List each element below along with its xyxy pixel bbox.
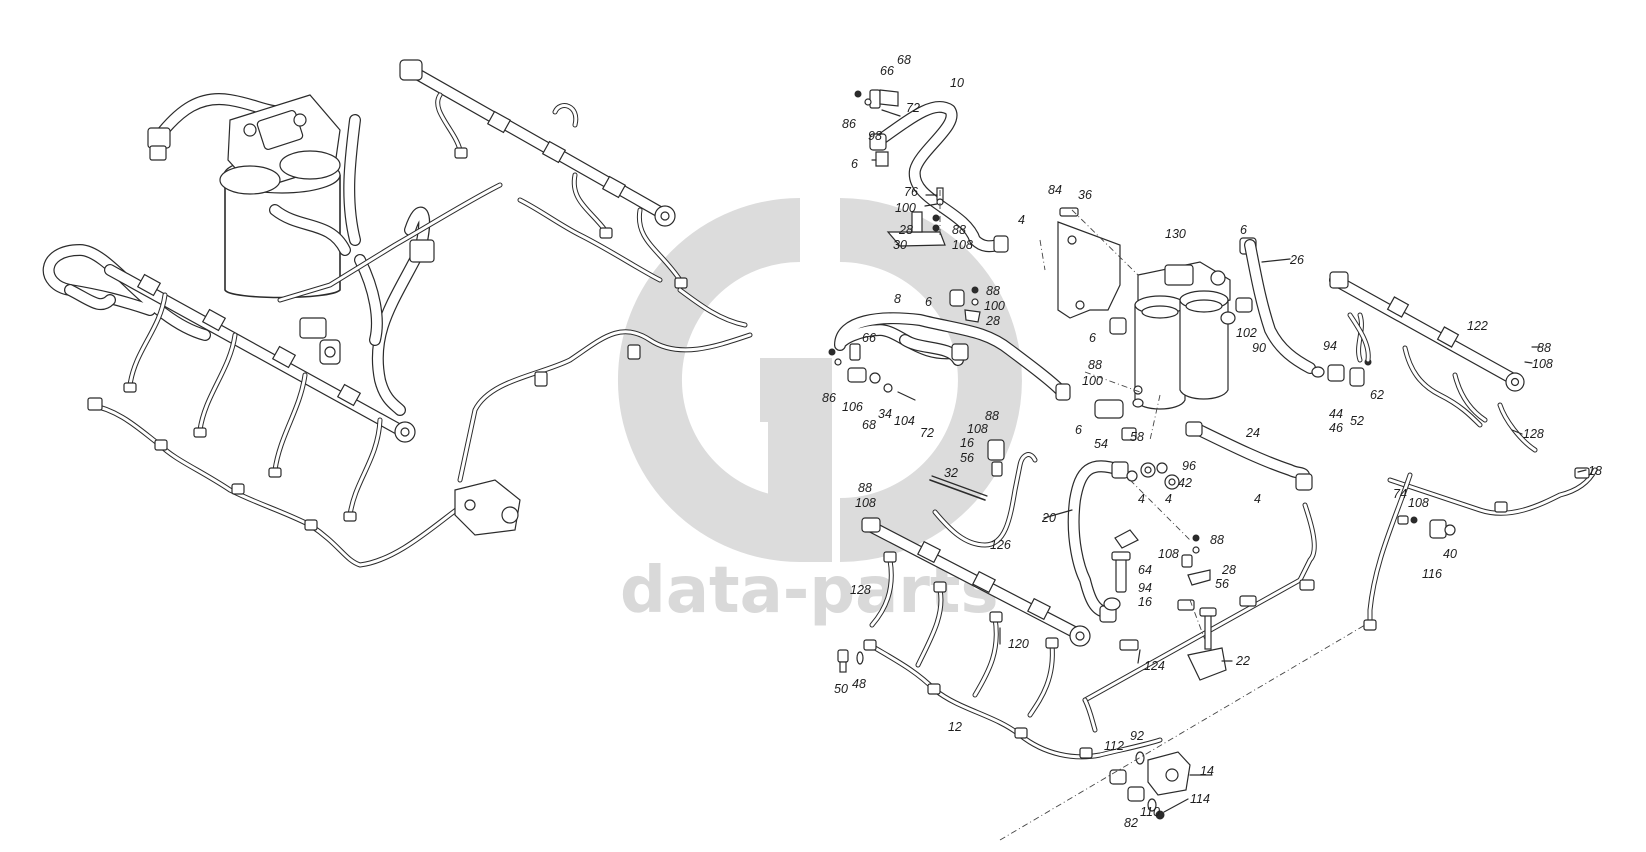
callout-58: 58 [1130, 430, 1144, 444]
callout-100-b: 100 [984, 299, 1005, 313]
callout-48: 48 [852, 677, 866, 691]
callout-18: 18 [1588, 464, 1602, 478]
callout-124: 124 [1144, 659, 1165, 673]
callout-126: 126 [990, 538, 1011, 552]
callout-98: 98 [868, 129, 882, 143]
callout-4-a: 4 [1018, 213, 1025, 227]
callout-4-d: 4 [1138, 492, 1145, 506]
callout-16-b: 16 [1138, 595, 1152, 609]
callout-94-a: 94 [1323, 339, 1337, 353]
callout-116: 116 [1422, 567, 1442, 581]
callout-120: 120 [1008, 637, 1029, 651]
callout-108-e: 108 [855, 496, 876, 510]
callout-88-e: 88 [985, 409, 999, 423]
callout-6-e: 6 [1075, 423, 1082, 437]
callout-46: 46 [1329, 421, 1343, 435]
callout-88-g: 88 [1210, 533, 1224, 547]
callout-26: 26 [1289, 253, 1304, 267]
callout-12: 12 [948, 720, 962, 734]
callout-44: 44 [1329, 407, 1343, 421]
callout-24: 24 [1245, 426, 1260, 440]
callout-28-c: 28 [1221, 563, 1236, 577]
callout-88-a: 88 [952, 223, 966, 237]
callout-108-c: 108 [967, 422, 988, 436]
callout-4-b: 4 [1165, 492, 1172, 506]
callout-100-c: 100 [1082, 374, 1103, 388]
callout-50: 50 [834, 682, 848, 696]
callout-128-a: 128 [1523, 427, 1544, 441]
callout-72-top: 72 [906, 101, 920, 115]
callout-40: 40 [1443, 547, 1457, 561]
callout-20: 20 [1041, 511, 1056, 525]
callout-32: 32 [944, 466, 958, 480]
callout-108-b: 108 [1532, 357, 1553, 371]
callout-74: 74 [1393, 487, 1407, 501]
leader-lines [871, 159, 1587, 813]
callout-66-top: 66 [880, 64, 894, 78]
callout-64: 64 [1138, 563, 1152, 577]
exploded-view [828, 89, 1598, 841]
callout-28-b: 28 [985, 314, 1000, 328]
callout-112: 112 [1104, 739, 1124, 753]
callout-100-a: 100 [895, 201, 916, 215]
callout-86-b: 86 [822, 391, 836, 405]
callout-66-b: 66 [862, 331, 876, 345]
watermark-logo [618, 198, 1022, 563]
callout-10: 10 [950, 76, 964, 90]
callout-114: 114 [1190, 792, 1210, 806]
callout-84: 84 [1048, 183, 1062, 197]
callout-108-f: 108 [1158, 547, 1179, 561]
callout-102: 102 [1236, 326, 1257, 340]
callout-88-d: 88 [1088, 358, 1102, 372]
callout-68-top: 68 [897, 53, 911, 67]
callout-108-d: 108 [1408, 496, 1429, 510]
callout-28-a: 28 [898, 223, 913, 237]
callout-106: 106 [842, 400, 863, 414]
callout-6-d: 6 [1089, 331, 1096, 345]
callout-labels: 68 66 10 72 86 98 6 76 100 84 36 4 28 88… [822, 53, 1602, 830]
callout-52: 52 [1350, 414, 1364, 428]
callout-16-a: 16 [960, 436, 974, 450]
callout-92: 92 [1130, 729, 1144, 743]
callout-88-f: 88 [858, 481, 872, 495]
callout-72-b: 72 [920, 426, 934, 440]
callout-42: 42 [1178, 476, 1192, 490]
callout-8: 8 [894, 292, 901, 306]
callout-62: 62 [1370, 388, 1384, 402]
callout-88-c: 88 [1537, 341, 1551, 355]
callout-96: 96 [1182, 459, 1196, 473]
callout-88-b: 88 [986, 284, 1000, 298]
callout-82: 82 [1124, 816, 1138, 830]
callout-30: 30 [893, 238, 907, 252]
callout-128-b: 128 [850, 583, 871, 597]
callout-22: 22 [1235, 654, 1250, 668]
callout-90: 90 [1252, 341, 1266, 355]
callout-76: 76 [904, 185, 918, 199]
callout-108-a: 108 [952, 238, 973, 252]
callout-94-b: 94 [1138, 581, 1152, 595]
callout-86-top: 86 [842, 117, 856, 131]
callout-6-b: 6 [1240, 223, 1247, 237]
callout-36: 36 [1078, 188, 1092, 202]
callout-14: 14 [1200, 764, 1214, 778]
assembled-view [42, 59, 753, 568]
callout-54: 54 [1094, 437, 1108, 451]
callout-110: 110 [1140, 805, 1160, 819]
callout-56-b: 56 [1215, 577, 1229, 591]
callout-6-a: 6 [851, 157, 858, 171]
callout-4-c: 4 [1254, 492, 1261, 506]
callout-68-b: 68 [862, 418, 876, 432]
callout-130: 130 [1165, 227, 1186, 241]
callout-6-c: 6 [925, 295, 932, 309]
callout-56-a: 56 [960, 451, 974, 465]
callout-104: 104 [894, 414, 915, 428]
callout-34: 34 [878, 407, 892, 421]
callout-122: 122 [1467, 319, 1488, 333]
